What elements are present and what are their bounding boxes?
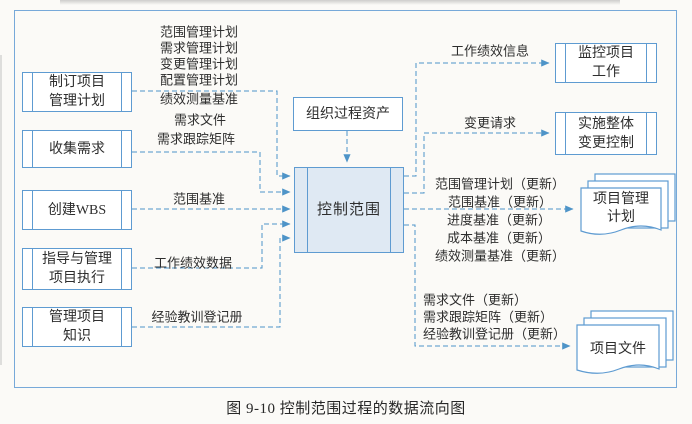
connector-control-scope-to-monitor-work bbox=[404, 59, 550, 177]
box-collect-requirements-label: 收集需求 bbox=[49, 141, 105, 157]
pm-plan-page-front bbox=[580, 187, 662, 235]
box-create-wbs-label: 创建WBS bbox=[47, 202, 107, 218]
box-opa-label: 组织过程资产 bbox=[306, 106, 390, 122]
label-work-performance-information: 工作绩效信息 bbox=[450, 43, 530, 59]
box-inner-line-left bbox=[32, 308, 33, 346]
connector-develop-pm-plan-to-control-scope bbox=[132, 90, 291, 180]
diagram-frame bbox=[14, 10, 677, 388]
box-manage-knowledge-label: 管理项目 知识 bbox=[49, 310, 105, 344]
box-perform-icc-label: 实施整体 变更控制 bbox=[578, 116, 634, 151]
box-inner-line-left bbox=[565, 44, 566, 82]
box-perform-icc: 实施整体 变更控制 bbox=[555, 112, 657, 155]
box-inner-line-right bbox=[121, 308, 122, 346]
box-direct-manage-work: 指导与管理 项目执行 bbox=[22, 248, 132, 290]
label-lessons-learned-register-update: 经验教训登记册（更新） bbox=[423, 326, 567, 342]
box-inner-line-left bbox=[32, 131, 33, 167]
label-requirements-management-plan: 需求管理计划 bbox=[159, 40, 239, 56]
box-inner-line-right bbox=[646, 44, 647, 82]
box-inner-line-left bbox=[32, 249, 33, 289]
label-scope-baseline-update: 范围基准（更新） bbox=[447, 194, 553, 210]
box-develop-pm-plan-label: 制订项目 管理计划 bbox=[49, 75, 105, 109]
document-pm-plan-label: 项目管理 计划 bbox=[593, 192, 649, 225]
box-inner-line-right bbox=[646, 113, 647, 154]
label-scope-management-plan: 范围管理计划 bbox=[159, 24, 239, 40]
connector-manage-knowledge-to-control-scope bbox=[132, 234, 291, 328]
box-inner-line-left bbox=[32, 73, 33, 111]
label-cost-baseline-update: 成本基准（更新） bbox=[446, 230, 552, 246]
label-requirements-documentation-update: 需求文件（更新） bbox=[423, 292, 528, 308]
box-inner-line-left bbox=[32, 191, 33, 229]
label-configuration-management-plan: 配置管理计划 bbox=[159, 72, 239, 88]
document-project-files bbox=[576, 310, 674, 374]
label-requirements-traceability-matrix-update: 需求跟踪矩阵（更新） bbox=[423, 309, 554, 325]
box-opa: 组织过程资产 bbox=[293, 97, 403, 131]
box-control-scope-label: 控制范围 bbox=[316, 201, 381, 218]
connector-collect-requirements-to-control-scope bbox=[132, 151, 291, 196]
connector-direct-manage-to-control-scope bbox=[132, 220, 291, 269]
scan-shadow bbox=[60, 0, 620, 5]
project-files-page-front bbox=[576, 324, 660, 374]
box-inner-line-right bbox=[121, 249, 122, 289]
box-inner-line-left bbox=[565, 113, 566, 154]
box-control-scope: 控制范围 bbox=[294, 167, 404, 253]
label-change-management-plan: 变更管理计划 bbox=[159, 56, 239, 72]
box-direct-manage-work-label: 指导与管理 项目执行 bbox=[42, 252, 112, 286]
document-pm-plan bbox=[580, 173, 676, 235]
box-monitor-work: 监控项目 工作 bbox=[555, 43, 657, 83]
connector-control-scope-to-perform-icc bbox=[404, 129, 550, 194]
label-requirements-traceability-matrix: 需求跟踪矩阵 bbox=[156, 131, 236, 147]
box-manage-knowledge: 管理项目 知识 bbox=[22, 307, 132, 347]
box-inner-line-right bbox=[121, 131, 122, 167]
box-monitor-work-label: 监控项目 工作 bbox=[578, 46, 634, 80]
label-performance-measurement-baseline: 绩效测量基准 bbox=[159, 91, 239, 107]
connector-control-scope-to-project-documents bbox=[404, 224, 571, 350]
box-inner-line-right bbox=[121, 73, 122, 111]
box-collect-requirements: 收集需求 bbox=[22, 130, 132, 168]
box-inner-line-left bbox=[307, 168, 308, 252]
label-performance-measurement-baseline-update: 绩效测量基准（更新） bbox=[434, 248, 566, 264]
box-develop-pm-plan: 制订项目 管理计划 bbox=[22, 72, 132, 112]
label-change-requests: 变更请求 bbox=[463, 115, 517, 131]
label-schedule-baseline-update: 进度基准（更新） bbox=[446, 212, 552, 228]
label-scope-management-plan-update: 范围管理计划（更新） bbox=[434, 176, 566, 192]
box-inner-line-right bbox=[390, 168, 391, 252]
label-work-performance-data: 工作绩效数据 bbox=[153, 255, 233, 271]
box-inner-line-right bbox=[121, 191, 122, 229]
page-edge-artifact bbox=[0, 55, 2, 365]
box-create-wbs: 创建WBS bbox=[22, 190, 132, 230]
label-scope-baseline: 范围基准 bbox=[172, 191, 226, 207]
figure-caption: 图 9-10 控制范围过程的数据流向图 bbox=[226, 401, 466, 417]
document-project-files-label: 项目文件 bbox=[590, 342, 646, 357]
label-lessons-learned-register: 经验教训登记册 bbox=[151, 309, 243, 325]
label-requirements-documentation: 需求文件 bbox=[173, 112, 227, 128]
